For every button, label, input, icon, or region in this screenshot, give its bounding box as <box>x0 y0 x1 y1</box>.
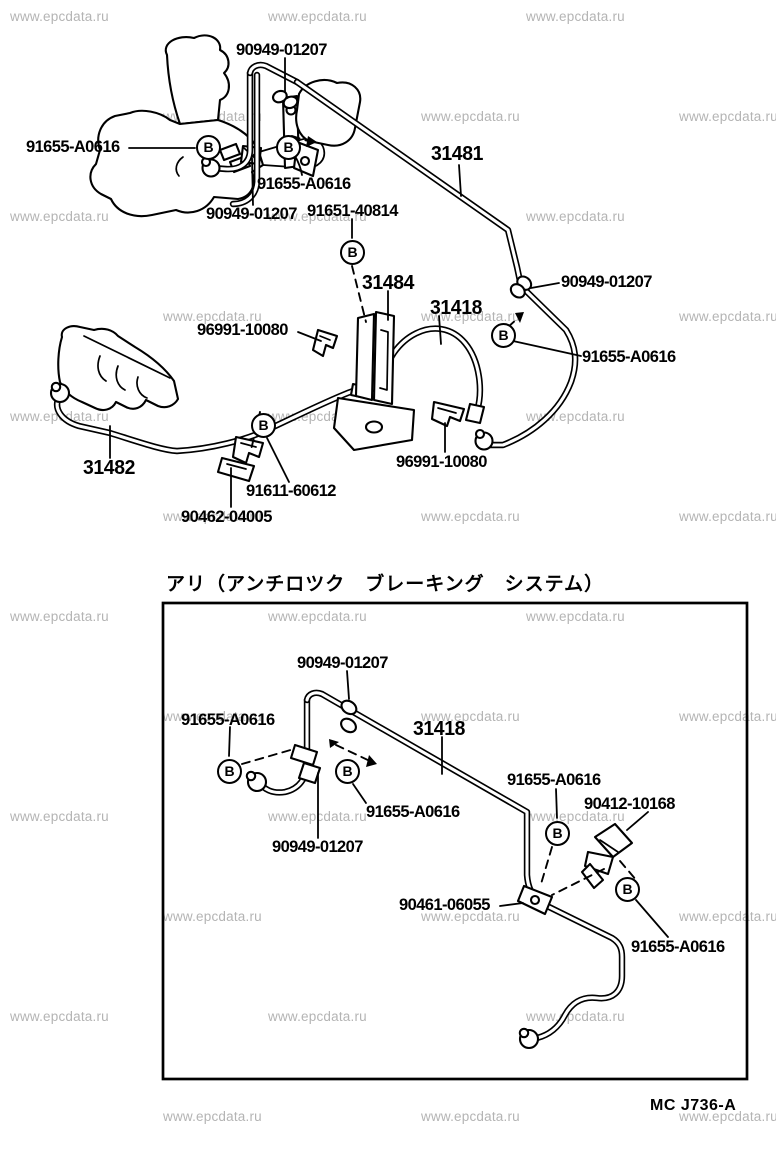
part-label-90462-04005: 90462-04005 <box>181 507 272 526</box>
part-label-91655-A0616-mid: 91655-A0616 <box>257 174 351 193</box>
watermark-text: www.epcdata.ru <box>10 9 109 24</box>
watermark-text: www.epcdata.ru <box>10 1009 109 1024</box>
watermark-text: www.epcdata.ru <box>679 109 776 124</box>
callout-b-4: B <box>491 323 516 348</box>
abs-part-label-91655-A0616-mid: 91655-A0616 <box>366 802 460 821</box>
bracket-31484 <box>354 312 376 402</box>
part-label-91655-A0616-left: 91655-A0616 <box>26 137 120 156</box>
abs-part-label-90461-06055: 90461-06055 <box>399 895 490 914</box>
clip-96991-left <box>311 328 339 358</box>
part-label-31482: 31482 <box>83 457 136 479</box>
watermark-text: www.epcdata.ru <box>526 609 625 624</box>
watermark-text: www.epcdata.ru <box>268 9 367 24</box>
watermark-text: www.epcdata.ru <box>163 309 262 324</box>
part-label-91611-60612: 91611-60612 <box>246 481 336 500</box>
part-label-31484: 31484 <box>362 272 415 294</box>
abs-part-label-91655-A0616-upper: 91655-A0616 <box>507 770 601 789</box>
watermark-text: www.epcdata.ru <box>526 209 625 224</box>
figure-code: MC J736-A <box>650 1097 737 1114</box>
callout-b-3: B <box>340 240 365 265</box>
watermark-text: www.epcdata.ru <box>268 609 367 624</box>
abs-part-label-90949-01207-low: 90949-01207 <box>272 837 363 856</box>
part-label-90949-01207-right: 90949-01207 <box>561 272 652 291</box>
valve-90412 <box>593 822 634 859</box>
abs-section-heading: アリ（アンチロツク ブレーキング システム） <box>166 574 605 595</box>
part-label-31418: 31418 <box>430 297 483 319</box>
watermark-text: www.epcdata.ru <box>163 509 262 524</box>
watermark-text: www.epcdata.ru <box>421 709 520 724</box>
watermark-text: www.epcdata.ru <box>526 1009 625 1024</box>
watermark-text: www.epcdata.ru <box>421 1109 520 1124</box>
abs-section-box <box>161 601 749 1081</box>
watermark-text: www.epcdata.ru <box>163 909 262 924</box>
callout-b-7: B <box>335 759 360 784</box>
part-label-91651-40814: 91651-40814 <box>307 201 398 220</box>
part-label-96991-10080-left: 96991-10080 <box>197 320 288 339</box>
part-label-90949-01207-mc: 90949-01207 <box>206 204 297 223</box>
watermark-text: www.epcdata.ru <box>10 809 109 824</box>
abs-part-label-91655-A0616-left: 91655-A0616 <box>181 710 275 729</box>
watermark-text: www.epcdata.ru <box>679 909 776 924</box>
watermark-text: www.epcdata.ru <box>163 709 262 724</box>
watermark-text: www.epcdata.ru <box>10 209 109 224</box>
callout-b-2: B <box>276 135 301 160</box>
callout-b-9: B <box>615 877 640 902</box>
part-label-96991-10080-right: 96991-10080 <box>396 452 487 471</box>
callout-b-8: B <box>545 821 570 846</box>
watermark-text: www.epcdata.ru <box>421 509 520 524</box>
abs-part-label-90949-01207-top: 90949-01207 <box>297 653 388 672</box>
watermark-text: www.epcdata.ru <box>679 1109 776 1124</box>
part-label-90949-01207-top: 90949-01207 <box>236 40 327 59</box>
watermark-text: www.epcdata.ru <box>526 9 625 24</box>
abs-part-label-31418: 31418 <box>413 718 466 740</box>
watermark-text: www.epcdata.ru <box>421 309 520 324</box>
watermark-text: www.epcdata.ru <box>268 1009 367 1024</box>
part-label-91655-A0616-right: 91655-A0616 <box>582 347 676 366</box>
watermark-text: www.epcdata.ru <box>10 609 109 624</box>
watermark-text: www.epcdata.ru <box>421 909 520 924</box>
watermark-text: www.epcdata.ru <box>163 1109 262 1124</box>
watermark-text: www.epcdata.ru <box>679 309 776 324</box>
part-label-31481: 31481 <box>431 143 484 165</box>
master-cylinder-reservoir <box>164 34 230 126</box>
abs-part-label-90412-10168: 90412-10168 <box>584 794 675 813</box>
watermark-text: www.epcdata.ru <box>421 109 520 124</box>
watermark-text: www.epcdata.ru <box>268 209 367 224</box>
callout-b-6: B <box>217 759 242 784</box>
callout-b-5: B <box>251 413 276 438</box>
callout-b-1: B <box>196 135 221 160</box>
watermark-text: www.epcdata.ru <box>679 709 776 724</box>
abs-part-label-91655-A0616-bottom: 91655-A0616 <box>631 937 725 956</box>
watermark-text: www.epcdata.ru <box>679 509 776 524</box>
watermark-text: www.epcdata.ru <box>526 809 625 824</box>
